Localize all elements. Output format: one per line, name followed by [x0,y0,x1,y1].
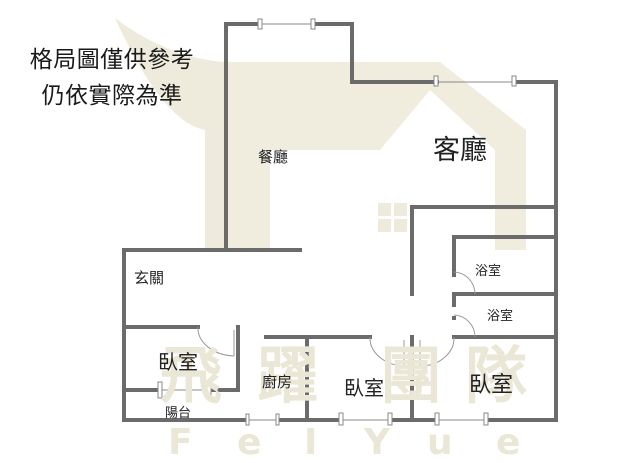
watermark-char: 隊 [465,339,528,412]
room-label-bedroom-middle: 臥室 [344,376,384,400]
doors [197,271,476,367]
room-label-bedroom-right: 臥室 [469,373,514,398]
room-label-entrance: 玄關 [134,269,165,287]
watermark-letter: e [496,422,521,463]
walls [122,22,558,422]
disclaimer-line-2: 仍依實際為準 [41,83,183,109]
watermark-letter: u [427,422,453,463]
watermark-char: 飛 [160,339,223,412]
watermark-letter: e [237,422,262,463]
room-label-bathroom-1: 浴室 [475,264,502,279]
watermark-letter: Y [364,422,391,463]
windows [157,18,517,426]
room-label-dining-room: 餐廳 [258,148,289,166]
room-label-bathroom-2: 浴室 [487,309,514,324]
watermark-letter: I [304,422,318,463]
room-label-kitchen: 廚房 [262,373,293,391]
disclaimer-line-1: 格局圖僅供參考 [29,47,195,73]
watermark-char: 團 [380,339,443,412]
room-label-bedroom-left: 臥室 [158,350,198,374]
room-label-balcony: 陽台 [165,406,192,421]
room-label-living-room: 客廳 [433,135,487,166]
watermark-char: 躍 [257,339,320,412]
watermark-letter: F [168,422,193,463]
watermark-logo-icon [115,18,526,250]
